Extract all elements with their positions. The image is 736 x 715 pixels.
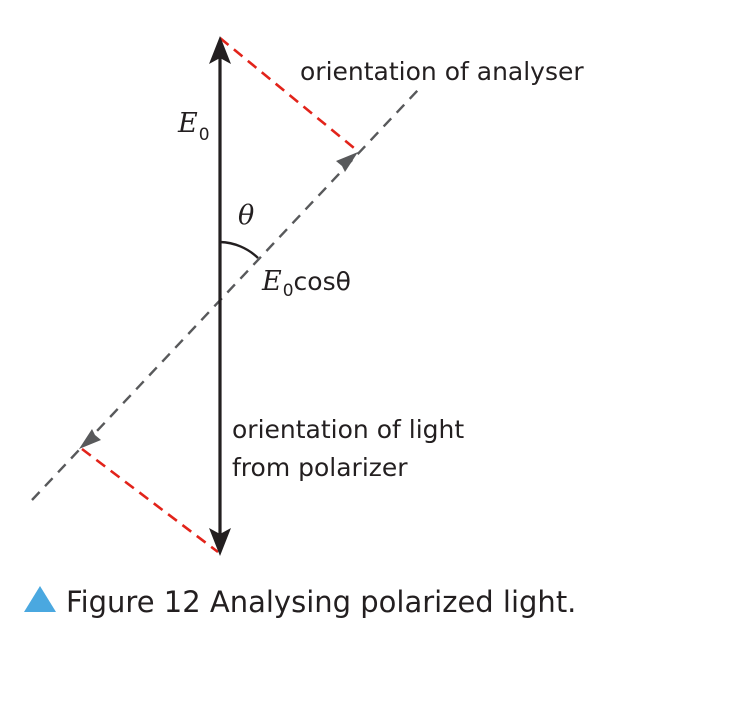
- projection-line-upper: [219, 36, 355, 150]
- analyser-arrowhead-upper: [336, 152, 358, 172]
- figure-caption: Figure 12 Analysing polarized light.: [66, 585, 576, 619]
- theta-label: θ: [238, 200, 254, 231]
- e0-arrowhead-bottom: [209, 528, 231, 556]
- polarizer-orientation-label-line2: from polarizer: [232, 453, 408, 482]
- e0-arrowhead-top: [209, 36, 231, 64]
- polarizer-orientation-label-line1: orientation of light: [232, 415, 464, 444]
- projection-line-lower: [81, 447, 219, 554]
- e0-cos-theta-label: E0cosθ: [261, 266, 351, 301]
- e0-label: E0: [177, 108, 210, 145]
- caption-triangle-icon: [24, 586, 56, 612]
- analyser-orientation-label: orientation of analyser: [300, 57, 584, 86]
- theta-angle-arc: [219, 240, 259, 259]
- analyser-arrowhead-lower: [79, 429, 101, 449]
